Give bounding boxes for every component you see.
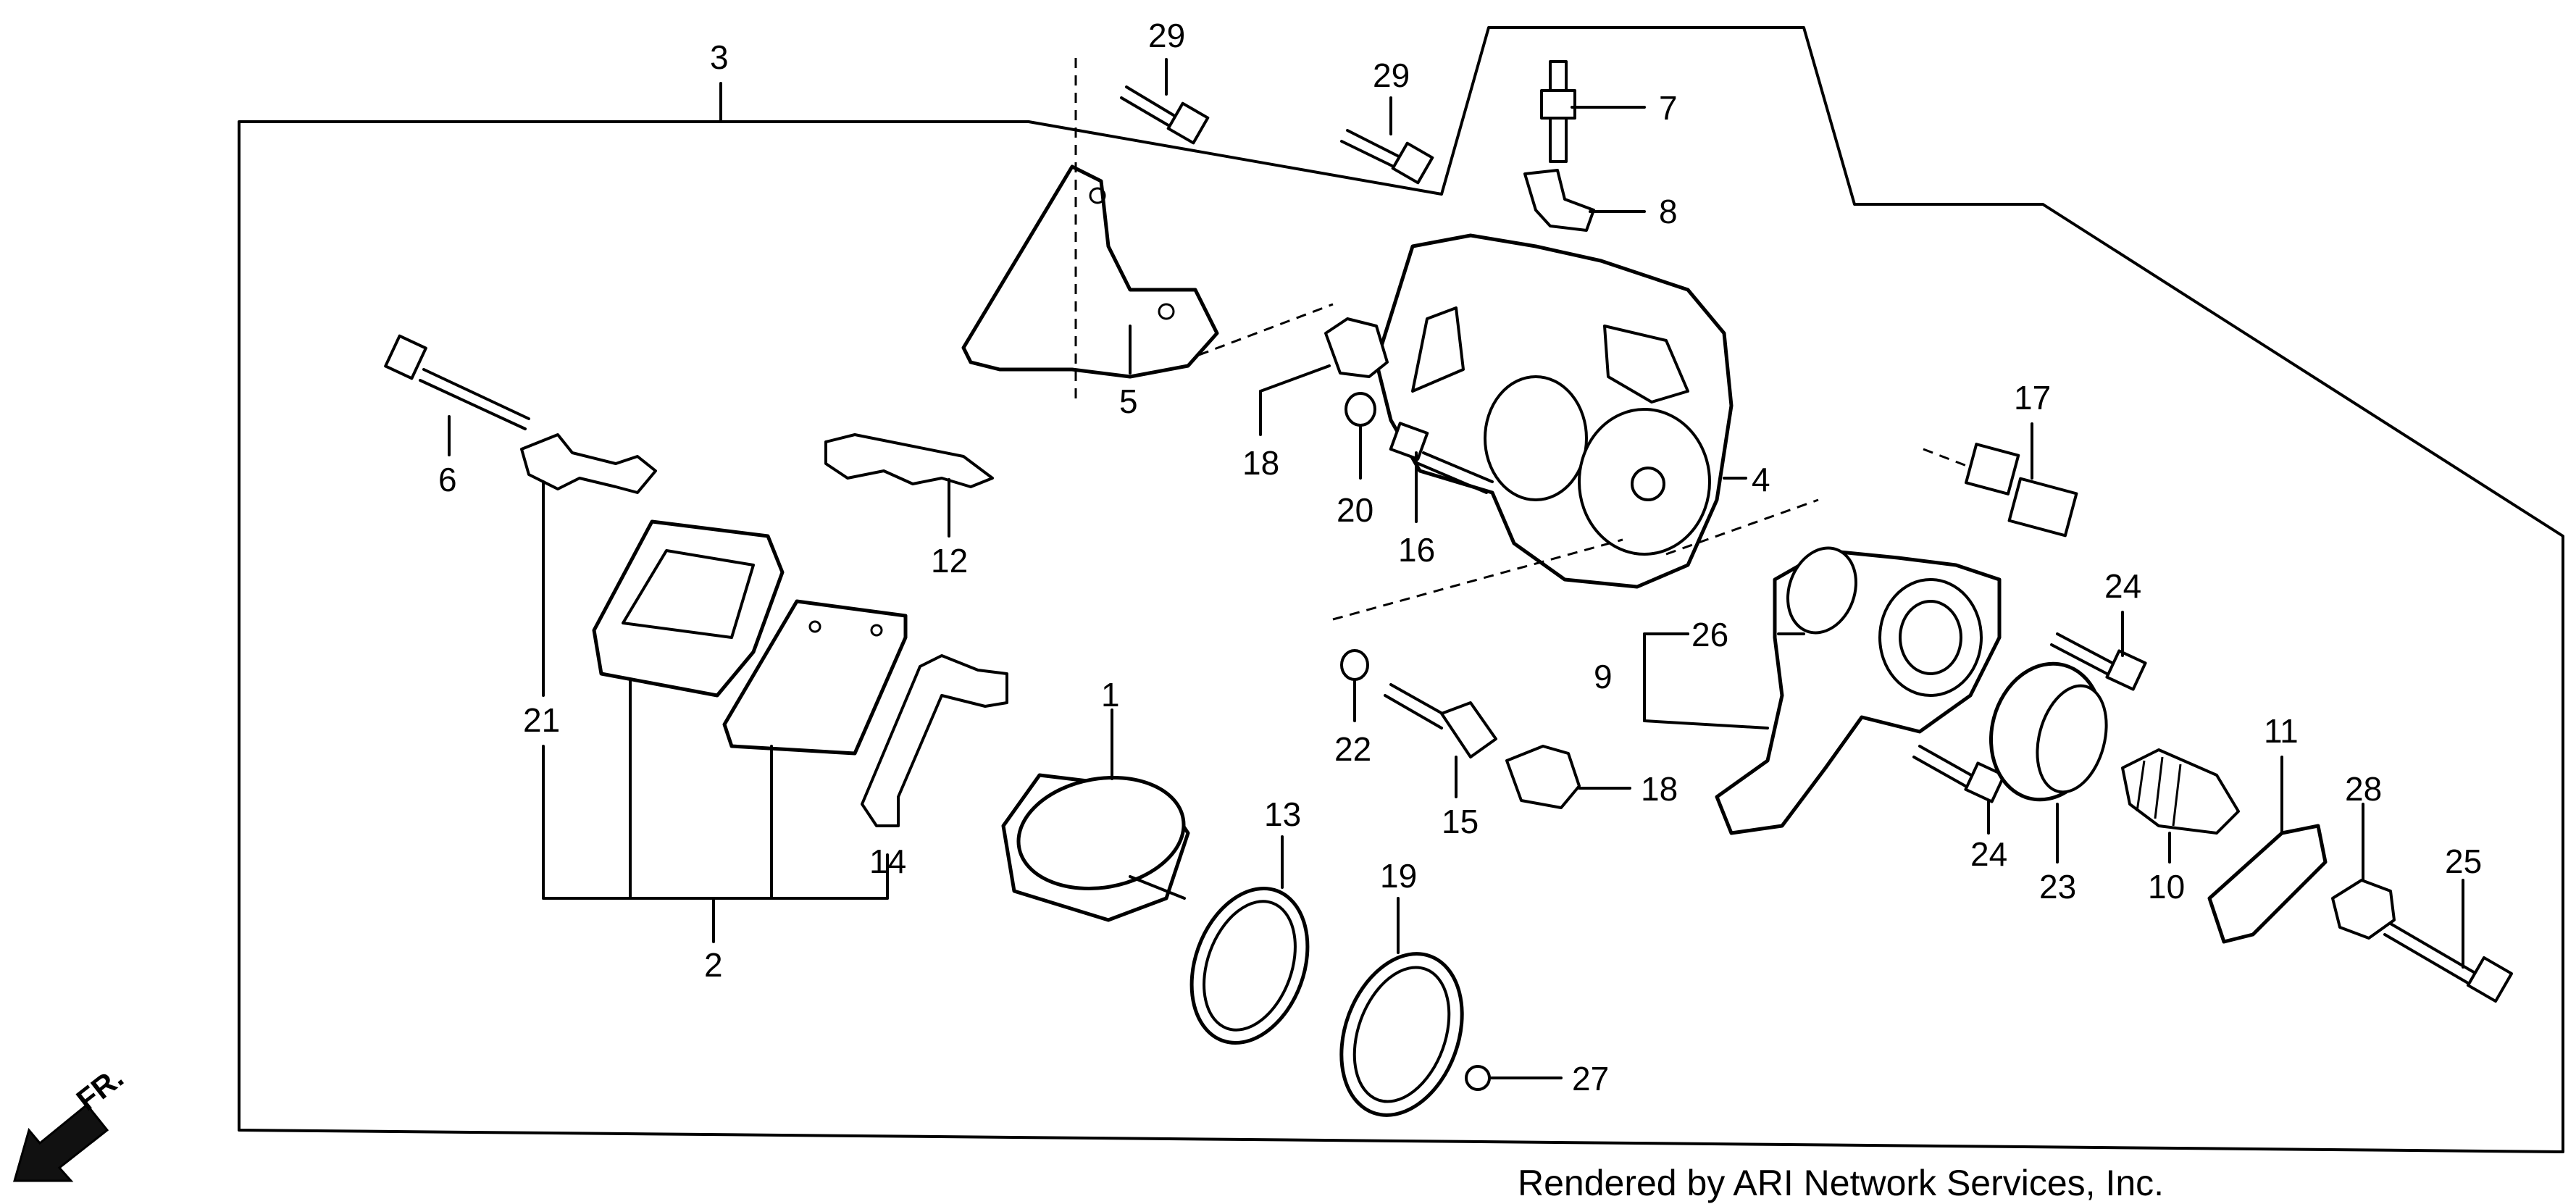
callout-22: 22 xyxy=(1334,730,1371,768)
part-2-brake-pads xyxy=(592,519,908,756)
part-6-bolt xyxy=(384,334,530,430)
callout-15: 15 xyxy=(1442,803,1479,840)
callout-4: 4 xyxy=(1752,461,1770,498)
callout-labels: 1 2 3 4 5 6 7 8 9 10 11 12 13 14 15 16 1… xyxy=(438,17,2482,1098)
part-28-nut xyxy=(2331,879,2396,940)
part-1-piston xyxy=(1001,773,1190,922)
part-22-washer xyxy=(1340,649,1369,681)
callout-16: 16 xyxy=(1398,531,1435,569)
part-7-bleeder-screw xyxy=(1540,60,1576,163)
part-24-bolt-lower xyxy=(1912,745,2006,803)
callout-23: 23 xyxy=(2039,868,2076,906)
fr-label: FR. xyxy=(70,1060,130,1117)
callout-1: 1 xyxy=(1101,676,1120,714)
callout-3: 3 xyxy=(710,38,729,76)
part-14-pad-shim xyxy=(861,654,1008,827)
leader-lines xyxy=(448,58,2464,1079)
part-13-piston-seal xyxy=(1189,886,1310,1045)
part-12-pad-retainer xyxy=(824,433,994,488)
callout-9: 9 xyxy=(1594,658,1613,695)
part-20-washer xyxy=(1345,392,1376,427)
front-direction-marker: FR. xyxy=(13,1060,130,1182)
callout-29-a: 29 xyxy=(1148,17,1185,54)
alignment-lines xyxy=(1074,58,1971,621)
part-18-boot-upper xyxy=(1324,317,1389,378)
arrow-down-left-icon xyxy=(13,1103,109,1182)
part-5-bracket xyxy=(961,164,1219,379)
part-4-caliper-body xyxy=(1374,233,1734,589)
part-17-adjuster-bolt xyxy=(1965,443,2078,538)
callout-21: 21 xyxy=(523,701,560,739)
part-29-bolt-b xyxy=(1340,129,1434,185)
part-24-bolt-upper xyxy=(2050,632,2147,691)
part-15-pin xyxy=(1384,683,1497,758)
callout-26: 26 xyxy=(1691,616,1728,653)
callout-27: 27 xyxy=(1572,1060,1609,1098)
part-21-pad-spring xyxy=(520,433,657,494)
callout-18-lower: 18 xyxy=(1641,770,1678,808)
callout-24-upper: 24 xyxy=(2104,567,2141,605)
bracket-hole xyxy=(1089,187,1106,204)
callout-17: 17 xyxy=(2014,379,2051,417)
callout-18-upper: 18 xyxy=(1242,444,1279,482)
callout-7: 7 xyxy=(1659,89,1678,127)
callout-24-lower: 24 xyxy=(1970,835,2007,873)
callout-29-b: 29 xyxy=(1373,57,1410,94)
callout-12: 12 xyxy=(931,542,968,580)
callout-8: 8 xyxy=(1659,193,1678,230)
callout-6: 6 xyxy=(438,461,457,498)
callout-20: 20 xyxy=(1337,491,1373,529)
part-23-bushing xyxy=(1989,661,2108,802)
part-19-dust-seal xyxy=(1339,952,1464,1117)
callout-28: 28 xyxy=(2345,770,2382,808)
part-26-o-ring xyxy=(1786,546,1858,635)
callout-10: 10 xyxy=(2148,868,2185,906)
callout-2: 2 xyxy=(704,946,723,984)
callout-14: 14 xyxy=(869,843,906,880)
part-25-bolt xyxy=(2383,922,2514,1003)
part-9-lever-arm xyxy=(1715,548,2002,835)
part-10-adjuster xyxy=(2121,748,2240,835)
callout-11: 11 xyxy=(2264,712,2299,750)
part-16-stud xyxy=(1389,422,1494,494)
bracket-hole xyxy=(1158,303,1175,320)
callout-5: 5 xyxy=(1119,382,1138,420)
part-18-boot-lower xyxy=(1505,745,1581,809)
callout-19: 19 xyxy=(1380,857,1417,895)
part-11-arm-plate xyxy=(2207,824,2328,944)
part-29-bolt-a xyxy=(1120,85,1210,145)
part-27-o-ring xyxy=(1465,1065,1491,1091)
callout-13: 13 xyxy=(1264,795,1301,833)
assembly-boundary xyxy=(238,26,2564,1153)
callout-25: 25 xyxy=(2445,843,2482,880)
credit-text: Rendered by ARI Network Services, Inc. xyxy=(1518,1163,2164,1203)
part-8-bleeder-cap xyxy=(1523,169,1595,232)
